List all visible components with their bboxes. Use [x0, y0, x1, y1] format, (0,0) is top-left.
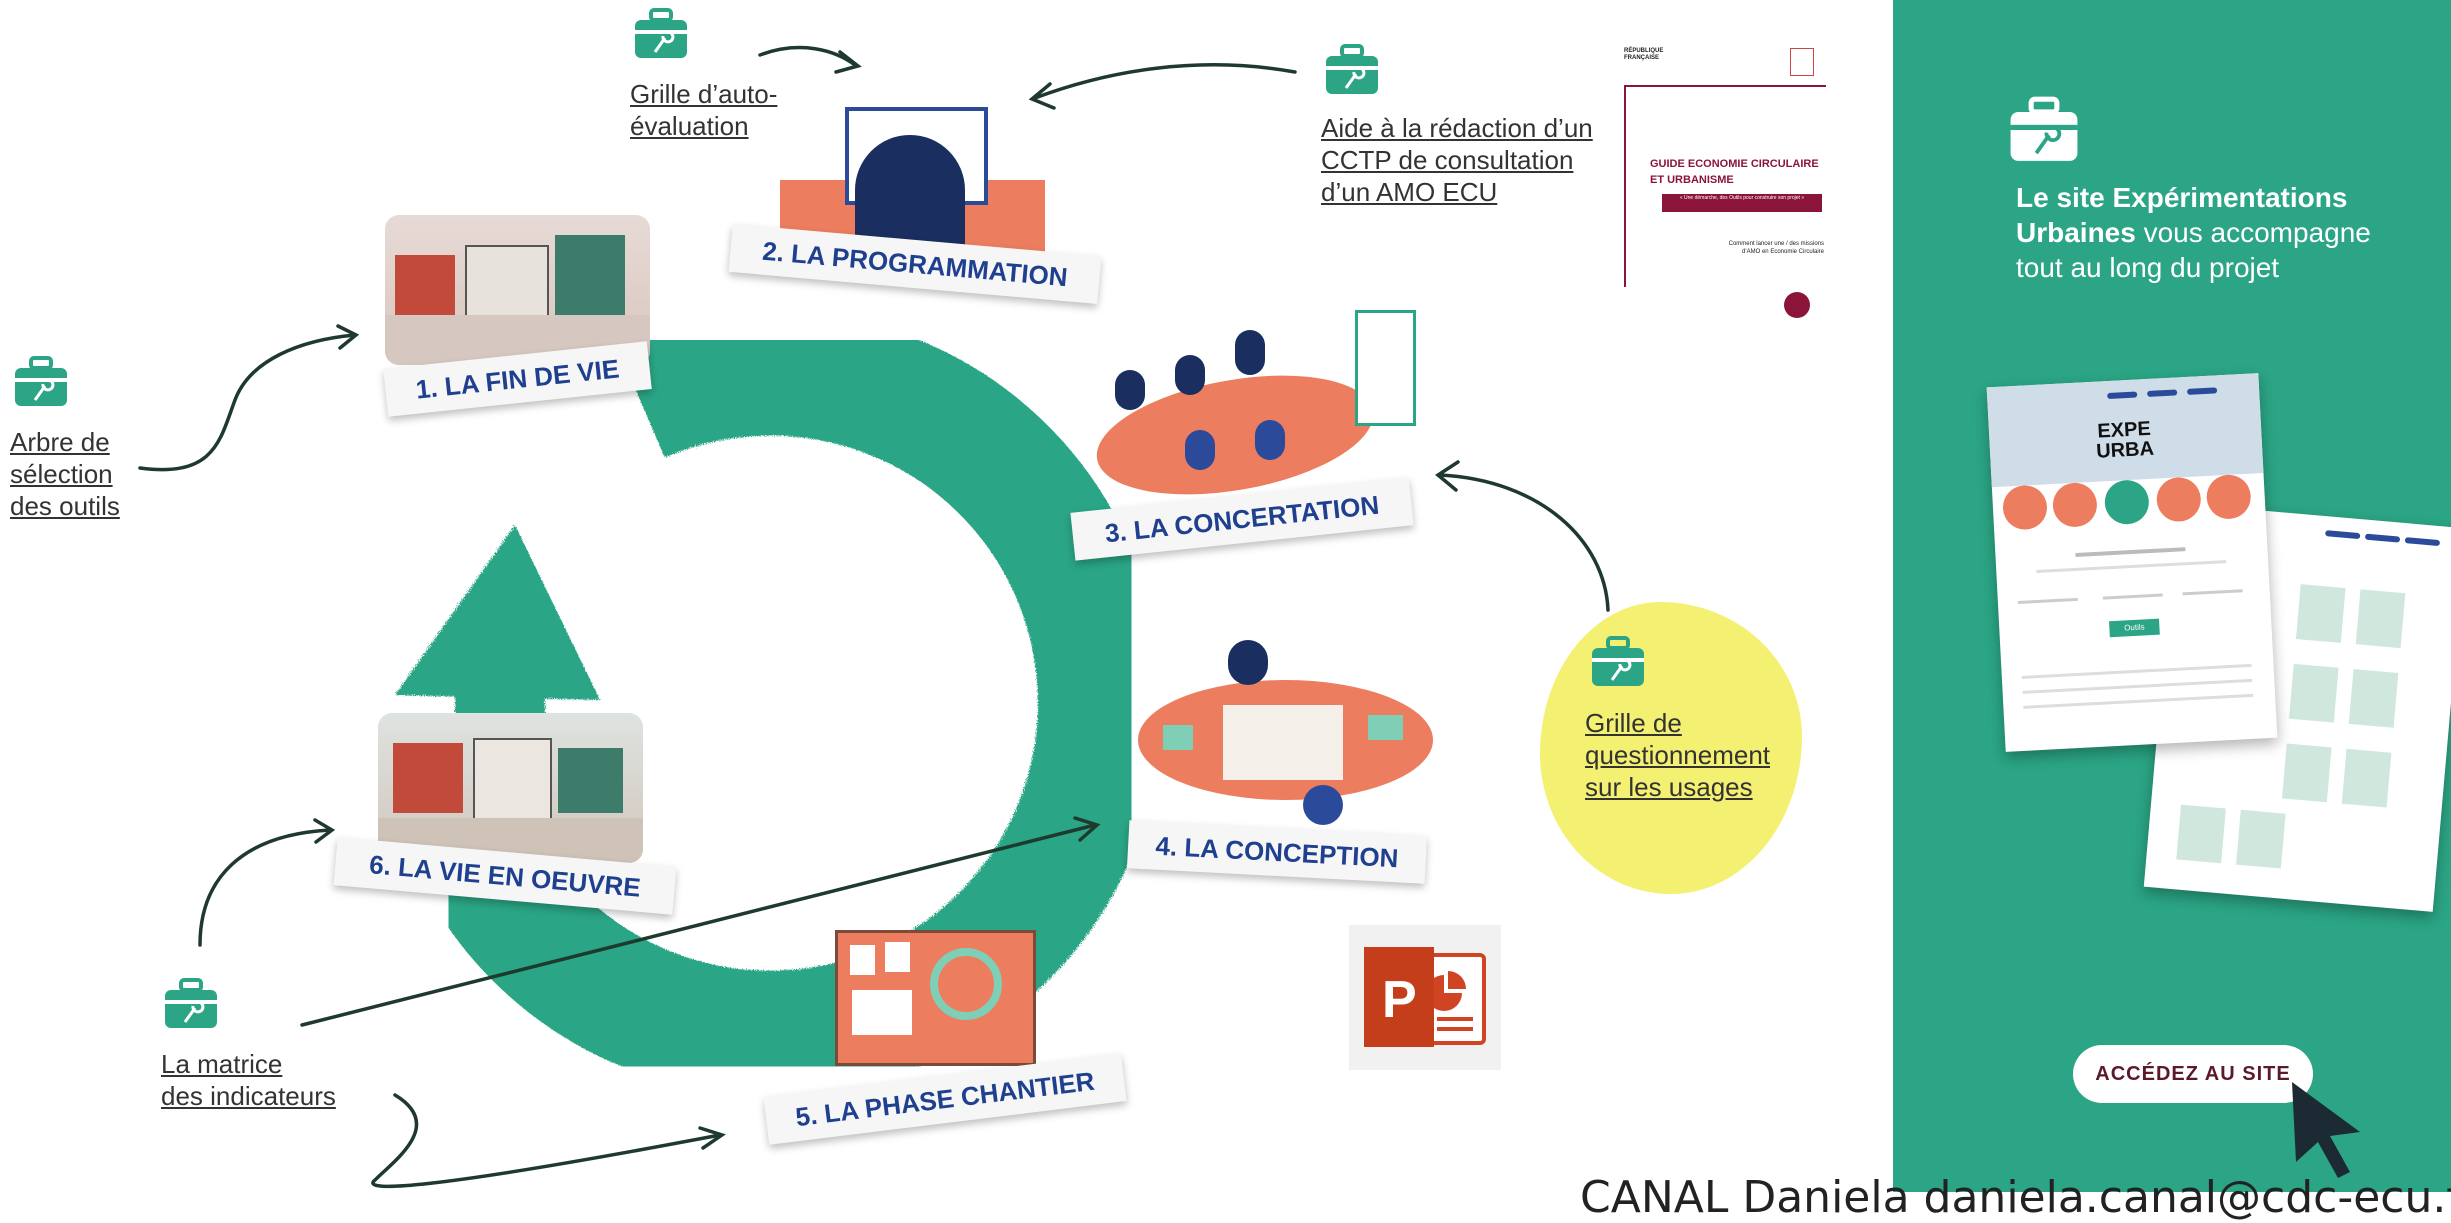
toolbox-icon[interactable] — [1324, 44, 1380, 96]
cycle-arrowhead — [395, 525, 600, 700]
highlight-marker — [1540, 602, 1802, 894]
cursor-arrow-icon — [2292, 1082, 2360, 1178]
toolbox-icon[interactable] — [13, 356, 69, 408]
toolbox-icon — [2010, 96, 2078, 161]
contact-footer: CANAL Daniela daniela.canal@cdc-ecu.fr — [1580, 1172, 2451, 1223]
tool-link-matrice[interactable]: La matrice des indicateurs — [161, 1049, 336, 1111]
toolbox-icon[interactable] — [633, 8, 689, 60]
site-outils-button: Outils — [2109, 618, 2160, 638]
svg-text:P: P — [1382, 971, 1417, 1029]
illustration-phase-chantier — [830, 930, 1036, 1080]
sidebar-border — [1883, 0, 1895, 1192]
guide-document-thumbnail[interactable]: RÉPUBLIQUE FRANÇAISE GUIDE ECONOMIE CIRC… — [1622, 40, 1827, 330]
tool-link-cctp[interactable]: Aide à la rédaction d’un CCTP de consult… — [1321, 113, 1593, 207]
arrow-autoeval — [758, 45, 857, 67]
guide-title: GUIDE ECONOMIE CIRCULAIRE ET URBANISME — [1650, 158, 1819, 186]
tool-link-questionnement[interactable]: Grille de questionnement sur les usages — [1585, 708, 1771, 802]
site-screenshot-front[interactable]: EXPE URBA Outils — [1986, 373, 2278, 752]
access-site-button[interactable]: ACCÉDEZ AU SITE — [2073, 1045, 2313, 1103]
arrow-matrice-2 — [300, 823, 1097, 1027]
illustration-concertation — [1087, 300, 1425, 514]
arrow-matrice-3 — [371, 1093, 722, 1189]
tool-link-autoeval[interactable]: Grille d’auto- évaluation — [630, 79, 778, 141]
guide-banner: « Une démarche, des Outils pour construi… — [1662, 194, 1822, 212]
illustration-conception — [1138, 640, 1438, 830]
guide-frame — [1624, 85, 1826, 287]
arrow-matrice-1 — [198, 828, 332, 947]
tool-link-arbre[interactable]: Arbre de sélection des outils — [10, 427, 120, 521]
arrow-cctp — [1033, 63, 1297, 100]
powerpoint-icon[interactable]: P — [1349, 925, 1501, 1070]
cycle-ring — [425, 310, 1163, 1096]
republic-logo-text: RÉPUBLIQUE FRANÇAISE — [1624, 48, 1664, 61]
toolbox-icon[interactable] — [163, 978, 219, 1030]
guide-corner-logo — [1790, 48, 1814, 76]
sidebar-description: Le site Expérimentations Urbaines vous a… — [2016, 180, 2416, 285]
sidebar-rest-text: vous accompagne tout au long du projet — [2016, 217, 2371, 283]
guide-subtitle: Comment lancer une / des missions d’AMO … — [1728, 241, 1824, 255]
guide-seal-icon — [1784, 292, 1810, 318]
illustration-fin-de-vie — [385, 215, 650, 365]
arrow-arbre — [138, 333, 357, 472]
sidebar-bold-text: Le site Expérimentations Urbaines — [2016, 182, 2348, 248]
arrow-questionnement — [1438, 473, 1610, 612]
toolbox-icon[interactable] — [1590, 636, 1646, 688]
illustration-vie-en-oeuvre — [378, 713, 643, 863]
